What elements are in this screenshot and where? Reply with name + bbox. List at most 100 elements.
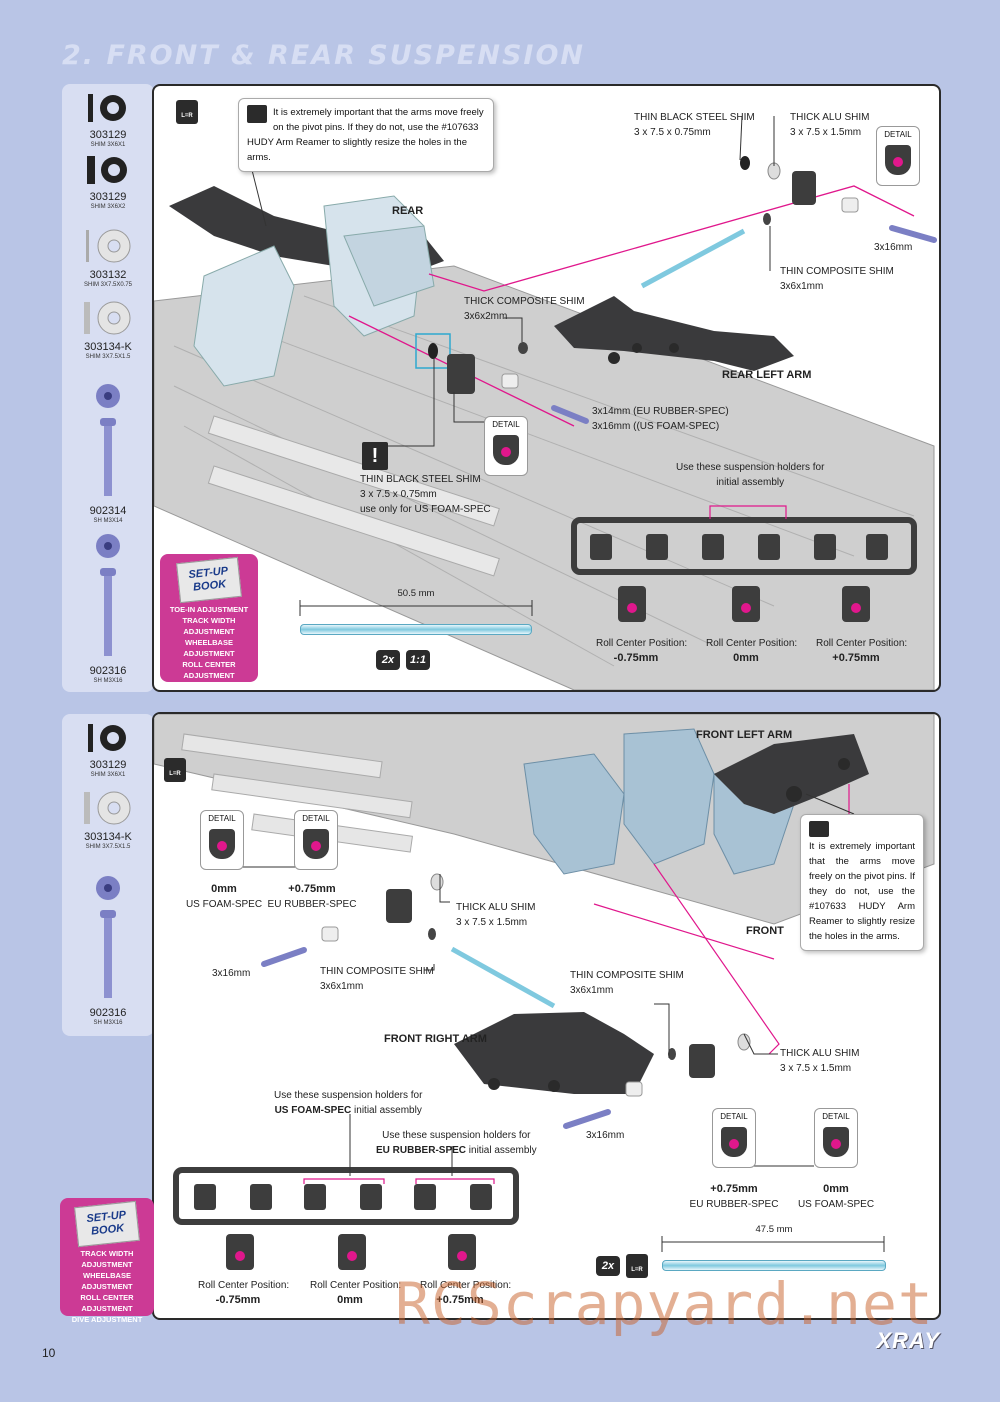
screw-icon bbox=[96, 876, 120, 998]
setup-book-icon: SET-UP BOOK bbox=[176, 556, 242, 604]
roll-center-neg: Roll Center Position:-0.75mm bbox=[596, 638, 688, 664]
watermark: RCScrapyard.net bbox=[395, 1270, 934, 1338]
front-suspension-panel: L=R FRONT LEFT ARM It is extremely impor… bbox=[152, 712, 941, 1320]
bushing bbox=[321, 926, 339, 942]
left-right-same-icon: L=R bbox=[626, 1254, 648, 1278]
part-desc: SHIM 3x6x1 bbox=[90, 772, 126, 778]
part-303134-k: 303134-K SHIM 3x7.5x1.5 bbox=[62, 300, 154, 361]
thin-black-steel-shim bbox=[740, 156, 750, 170]
scale-badge: 1:1 bbox=[406, 650, 430, 670]
part-number: 303129 bbox=[89, 759, 127, 771]
suspension-holder-sprue bbox=[571, 517, 917, 575]
washer-icon bbox=[84, 301, 131, 335]
front-right-arm bbox=[454, 1012, 654, 1094]
part-902316: 902316 SH M3x16 bbox=[62, 874, 154, 1027]
thin-composite-shim bbox=[763, 213, 771, 225]
rear-label: REAR bbox=[392, 205, 424, 217]
part-303129-1x: 303129 SHIM 3x6x1 bbox=[62, 92, 154, 149]
xray-logo: XRAY bbox=[876, 1328, 940, 1353]
part-303129: 303129 SHIM 3x6x1 bbox=[62, 722, 154, 779]
guide-line-front-3 bbox=[593, 903, 775, 960]
rear-left-arm-label: REAR LEFT ARM bbox=[722, 369, 812, 381]
chassis-plate bbox=[154, 265, 935, 690]
suspension-holder bbox=[792, 171, 816, 205]
screw-3x16-label-left: 3x16mm bbox=[212, 968, 251, 979]
roll-center-neg: Roll Center Position:-0.75mm bbox=[198, 1280, 290, 1306]
detail-box-eu: DETAIL bbox=[294, 810, 338, 870]
washer-icon bbox=[84, 791, 131, 825]
part-number: 303129 bbox=[89, 129, 127, 141]
part-number: 902316 bbox=[89, 1007, 127, 1019]
callout-text: It is extremely important that the arms … bbox=[809, 841, 915, 942]
pivot-pin-actual-size bbox=[300, 624, 532, 635]
setup-book-bottom[interactable]: SET-UP BOOK TRACK WIDTH ADJUSTMENT WHEEL… bbox=[60, 1198, 154, 1324]
rear-assembly-drawing bbox=[154, 115, 937, 690]
part-desc: SHIM 3x6x2 bbox=[90, 204, 126, 210]
screw-3x16 bbox=[261, 947, 307, 967]
rear-suspension-holders bbox=[193, 245, 295, 387]
info-icon bbox=[809, 821, 829, 837]
warn-shim bbox=[428, 343, 438, 359]
part-number: 303134-K bbox=[84, 831, 132, 843]
warning-icon: ! bbox=[362, 442, 388, 470]
screw-icon bbox=[96, 384, 120, 496]
rear-left-arm bbox=[554, 296, 794, 371]
arm-reamer-callout: It is extremely important that the arms … bbox=[800, 814, 924, 951]
thin-composite-shim bbox=[428, 928, 436, 940]
suspension-holder bbox=[386, 889, 412, 923]
front-left-arm bbox=[714, 734, 869, 814]
thick-alu-shim bbox=[430, 873, 444, 891]
pin-dimension-line bbox=[661, 1236, 885, 1252]
part-902316: 902316 SH M3x16 bbox=[62, 532, 154, 685]
part-desc: SH M3x14 bbox=[93, 518, 123, 524]
part-303134-k: 303134-K SHIM 3x7.5x1.5 bbox=[62, 790, 154, 851]
callout-text: It is extremely important that the arms … bbox=[247, 107, 484, 163]
thin-shim-icon bbox=[88, 94, 126, 122]
part-desc: SH M3x16 bbox=[93, 1020, 123, 1026]
part-desc: SHIM 3x7.5x0.75 bbox=[83, 282, 133, 288]
roll-center-zero: Roll Center Position:0mm bbox=[310, 1280, 402, 1306]
screw-3x16-label: 3x16mm bbox=[874, 242, 913, 253]
pivot-pin bbox=[450, 946, 556, 1009]
page-number: 10 bbox=[42, 1346, 56, 1360]
pin-dimension-line bbox=[299, 600, 533, 616]
roll-center-pos: Roll Center Position:+0.75mm bbox=[420, 1280, 512, 1306]
part-desc: SHIM 3x7.5x1.5 bbox=[85, 354, 131, 360]
guide-line-front-2 bbox=[653, 863, 780, 1055]
thick-composite-shim bbox=[518, 342, 528, 354]
front-right-arm-label: FRONT RIGHT ARM bbox=[384, 1033, 487, 1045]
setup-book-top[interactable]: SET-UP BOOK TOE-IN ADJUSTMENT TRACK WIDT… bbox=[160, 554, 258, 690]
part-303132: 303132 SHIM 3x7.5x0.75 bbox=[62, 228, 154, 289]
part-303129-2x: 303129 SHIM 3x6x2 bbox=[62, 154, 154, 211]
left-right-same-icon: L=R bbox=[176, 100, 198, 124]
detail-box-top-right: DETAIL bbox=[876, 126, 920, 186]
pin-length-label: 50.5 mm bbox=[397, 588, 435, 599]
pivot-pin-actual-size bbox=[662, 1260, 886, 1271]
washer-icon bbox=[86, 229, 131, 263]
suspension-holder-sprue bbox=[173, 1167, 519, 1225]
screw-icon bbox=[96, 534, 120, 656]
section-title: 2. FRONT & REAR SUSPENSION bbox=[62, 40, 585, 71]
part-number: 902316 bbox=[89, 665, 127, 677]
part-number: 303132 bbox=[89, 269, 127, 281]
part-902314: 902314 SH M3x14 bbox=[62, 382, 154, 525]
setup-book-icon: SET-UP BOOK bbox=[74, 1200, 140, 1248]
thin-shim-icon bbox=[88, 724, 126, 752]
part-number: 902314 bbox=[89, 505, 127, 517]
part-number: 303129 bbox=[89, 191, 127, 203]
part-desc: SH M3x16 bbox=[93, 678, 123, 684]
part-desc: SHIM 3x7.5x1.5 bbox=[85, 844, 131, 850]
eu-holders-note: Use these suspension holders for EU RUBB… bbox=[376, 1130, 537, 1156]
